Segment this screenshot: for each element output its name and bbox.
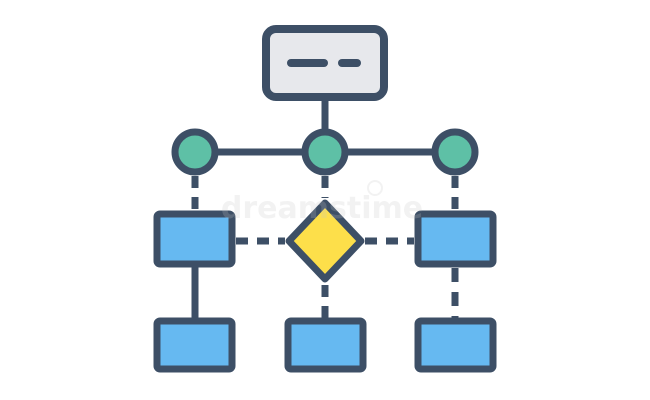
watermark-registered-icon: [367, 180, 383, 196]
dashed-connectors: [191, 176, 459, 320]
solid-connectors: [191, 93, 436, 324]
watermark: dreamstime: [221, 180, 423, 226]
node-right: [431, 128, 479, 176]
decision-diamond: [285, 199, 365, 283]
process-box-bottom-left: [153, 317, 236, 373]
process-box-bottom-center: [284, 317, 367, 373]
node-left: [171, 128, 219, 176]
node-center: [301, 128, 349, 176]
process-box-middle-right: [414, 210, 497, 268]
process-box-middle-left: [153, 210, 236, 268]
process-box-bottom-right: [414, 317, 497, 373]
watermark-text: dreamstime: [221, 191, 423, 226]
